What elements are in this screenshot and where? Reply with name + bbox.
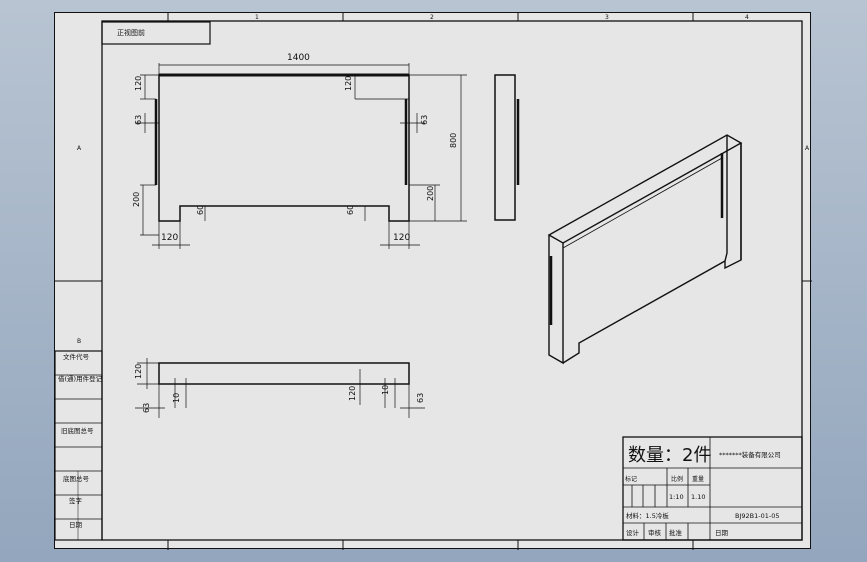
title-count-value: 1.10 <box>691 493 705 501</box>
dim-right-low: 200 <box>426 186 435 201</box>
dim-top-height: 120 <box>134 364 143 379</box>
dim-notch-right-w: 120 <box>393 233 410 243</box>
title-weight-label: 重量 <box>692 475 704 483</box>
drawing-canvas: 1 2 3 4 A A B 正视图前 <box>54 13 812 550</box>
dim-top-left-slot: 63 <box>142 403 151 413</box>
zone-label-top-4: 4 <box>745 14 749 21</box>
view-tag-box <box>101 21 211 45</box>
zone-ticks <box>55 13 812 550</box>
zone-label-top-1: 1 <box>255 14 259 21</box>
dim-right-top: 120 <box>344 76 353 91</box>
dim-left-slot: 63 <box>134 115 143 125</box>
dim-left-low: 200 <box>132 192 141 207</box>
title-material: 材料：1.5冷板 <box>626 511 669 520</box>
zone-label-side-b: B <box>77 338 81 345</box>
zone-label-side-a-right: A <box>805 145 810 152</box>
front-view <box>135 63 467 249</box>
dim-top-left-gap: 10 <box>172 393 181 403</box>
title-company: *******装备有限公司 <box>719 450 781 459</box>
zone-label-side-a: A <box>77 145 82 152</box>
title-checker: 审核 <box>648 528 662 537</box>
dim-notch-right-h: 60 <box>346 205 355 215</box>
dim-right-slot: 63 <box>420 115 429 125</box>
title-mark-label: 标记 <box>625 475 637 483</box>
dim-left-top: 120 <box>134 76 143 91</box>
dim-width: 1400 <box>287 53 310 63</box>
title-date-label: 日期 <box>715 529 729 537</box>
top-view <box>135 358 425 418</box>
dim-top-right-h: 120 <box>348 386 357 401</box>
title-block: 数量：2件 *******装备有限公司 比例 重量 标记 1:10 1.10 材… <box>622 436 803 541</box>
side-row-5: 签字 <box>69 496 83 505</box>
dim-top-right-gap: 10 <box>381 385 390 395</box>
side-table: 文件代号 借(通)用件登记 旧底图总号 底图总号 签字 日期 <box>54 350 103 541</box>
title-scale-value: 1:10 <box>669 493 684 501</box>
isometric-view <box>547 134 743 365</box>
dim-notch-left-w: 120 <box>161 233 178 243</box>
top-view-dims: 120 63 10 120 10 63 <box>134 364 425 413</box>
dim-top-right-slot: 63 <box>416 393 425 403</box>
side-row-4: 底图总号 <box>63 474 90 483</box>
title-quantity: 数量：2件 <box>628 445 711 466</box>
zone-labels: 1 2 3 4 A A B <box>77 14 810 345</box>
title-scale-label: 比例 <box>671 475 683 483</box>
dim-height: 800 <box>449 133 458 148</box>
title-approver: 批准 <box>669 528 683 537</box>
front-view-dims: 1400 120 120 63 63 800 200 200 60 60 120… <box>132 53 458 243</box>
dim-notch-left-h: 60 <box>196 205 205 215</box>
side-view <box>494 74 520 221</box>
side-row-2: 借(通)用件登记 <box>58 374 103 383</box>
zone-label-top-3: 3 <box>605 14 609 21</box>
side-row-6: 日期 <box>69 521 83 529</box>
title-drawing-no: BJ92B1-01-05 <box>735 512 779 520</box>
view-tag-text: 正视图前 <box>117 28 145 37</box>
drawing-sheet: 1 2 3 4 A A B 正视图前 <box>54 12 812 550</box>
side-row-3: 旧底图总号 <box>61 426 94 435</box>
zone-label-top-2: 2 <box>430 14 434 21</box>
side-row-1: 文件代号 <box>63 352 90 361</box>
title-designer: 设计 <box>626 528 640 537</box>
